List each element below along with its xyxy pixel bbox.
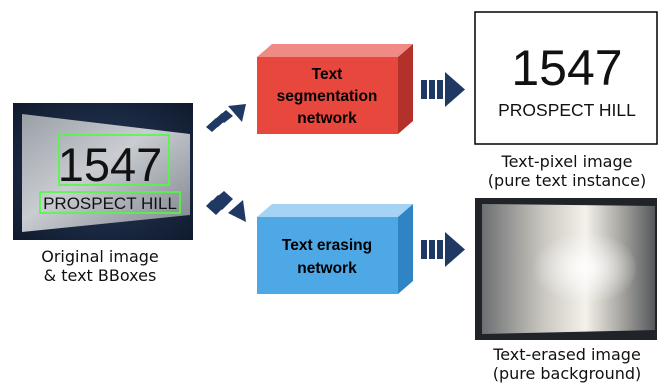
arrow-to-text-pixel <box>421 72 465 107</box>
segmentation-label-line1: Text <box>312 66 343 83</box>
metal-plate <box>22 114 190 232</box>
arrow-to-segmentation <box>206 104 246 132</box>
segmentation-label-line2: segmentation <box>277 88 378 105</box>
text-pixel-street: PROSPECT HILL <box>498 100 636 120</box>
text-erased-caption-line2: (pure background) <box>493 364 642 383</box>
sign-street-text: PROSPECT HILL <box>43 194 177 213</box>
erasing-box-front <box>257 217 398 294</box>
original-image-caption-line2: & text BBoxes <box>44 266 157 285</box>
erasing-box-top <box>257 204 413 217</box>
text-pixel-caption-line2: (pure text instance) <box>488 171 646 190</box>
segmentation-box-front <box>257 57 398 134</box>
text-segmentation-network: Text segmentation network <box>257 44 413 134</box>
text-pixel-image-frame <box>474 11 658 145</box>
segmentation-box-top <box>257 44 413 57</box>
bbox-street <box>39 191 181 214</box>
text-pixel-caption-line1: Text-pixel image <box>501 152 633 171</box>
text-erased-caption-line1: Text-erased image <box>492 345 641 364</box>
erasing-label-line2: network <box>297 260 357 277</box>
segmentation-box-side <box>398 44 413 134</box>
original-image-caption-line1: Original image <box>41 247 159 266</box>
erased-plate-highlight <box>516 228 636 308</box>
text-erased-image <box>475 198 657 340</box>
arrow-to-text-erased <box>421 232 465 267</box>
erasing-label-line1: Text erasing <box>282 237 372 254</box>
erasing-box-side <box>398 204 413 294</box>
segmentation-label-line3: network <box>297 110 357 127</box>
bbox-number <box>58 134 170 186</box>
text-erasing-network: Text erasing network <box>257 204 413 294</box>
text-pixel-image: 1547 PROSPECT HILL <box>474 11 658 145</box>
text-pixel-number: 1547 <box>511 40 622 96</box>
original-image: 1547 PROSPECT HILL <box>13 103 193 240</box>
sign-number-text: 1547 <box>58 138 163 191</box>
arrow-to-erasing <box>206 191 246 222</box>
